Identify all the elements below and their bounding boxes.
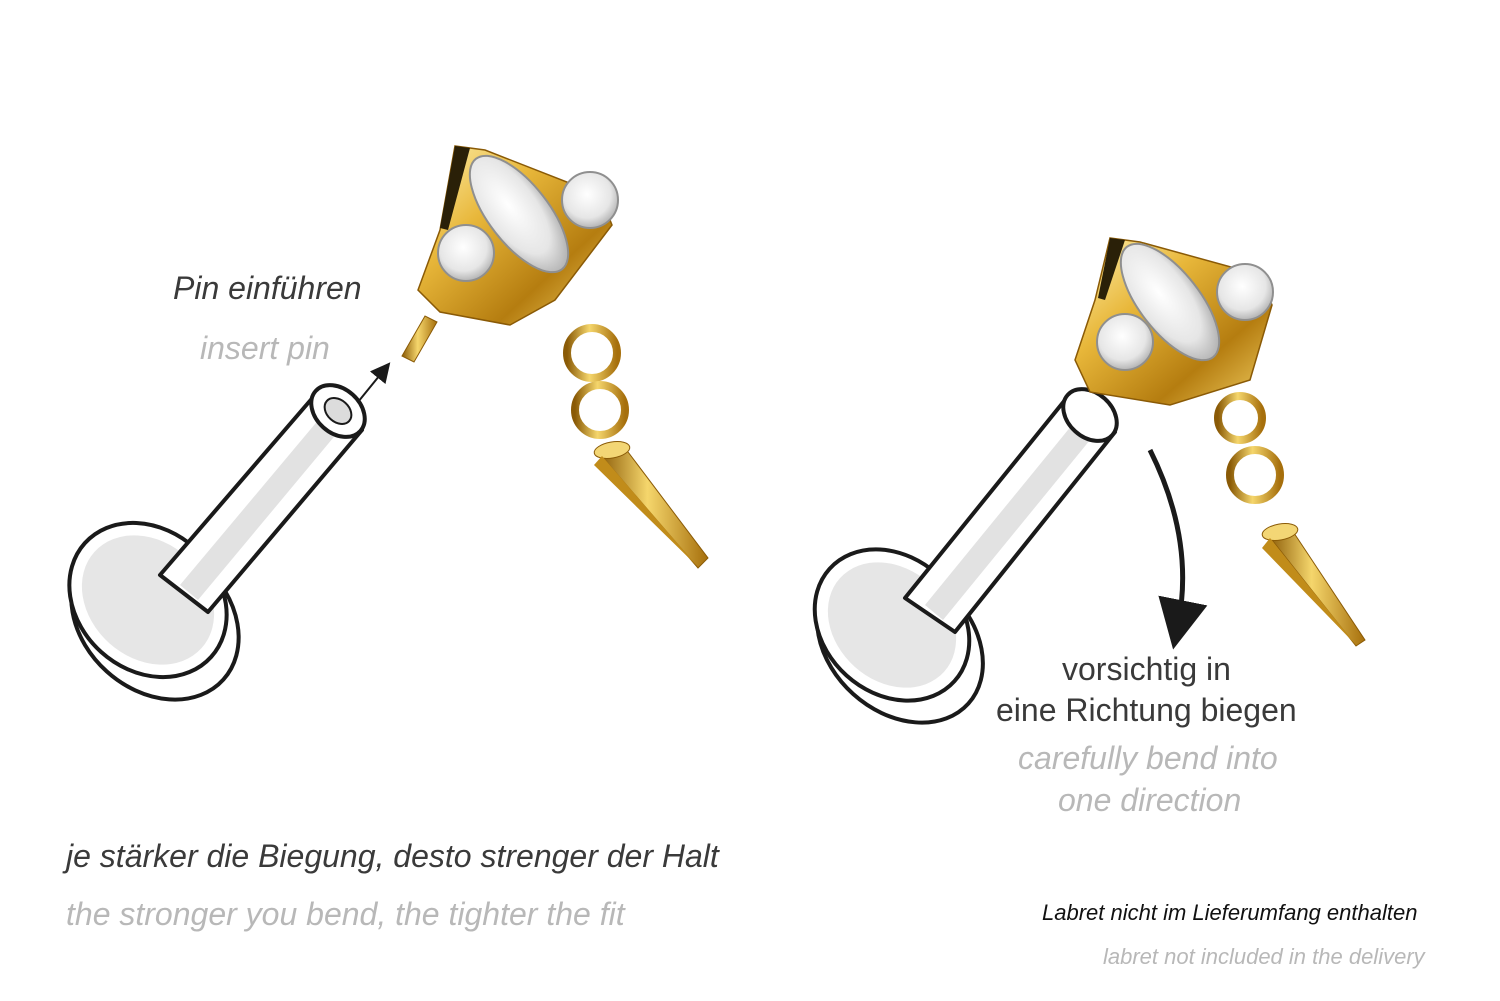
note-text-en: labret not included in the delivery <box>1103 944 1425 969</box>
labret-right <box>812 387 1119 725</box>
insert-pin-label-en: insert pin <box>200 330 330 366</box>
note-text-de: Labret nicht im Lieferumfang enthalten <box>1042 900 1418 925</box>
bend-label-en-line2: one direction <box>1058 782 1242 818</box>
insert-pin-label-de: Pin einführen <box>173 270 362 306</box>
tip-text-en: the stronger you bend, the tighter the f… <box>66 896 625 932</box>
bend-label-en-line1: carefully bend into <box>1018 740 1278 776</box>
bend-label-de-line1: vorsichtig in <box>1062 651 1231 687</box>
jewel-top-left <box>401 145 709 569</box>
labret-left <box>67 383 367 702</box>
tip-text-de: je stärker die Biegung, desto strenger d… <box>66 838 719 874</box>
insert-arrow <box>357 362 391 403</box>
bend-arrow <box>1147 448 1208 650</box>
jewel-top-right <box>1074 237 1366 647</box>
bend-label-de-line2: eine Richtung biegen <box>996 692 1297 728</box>
